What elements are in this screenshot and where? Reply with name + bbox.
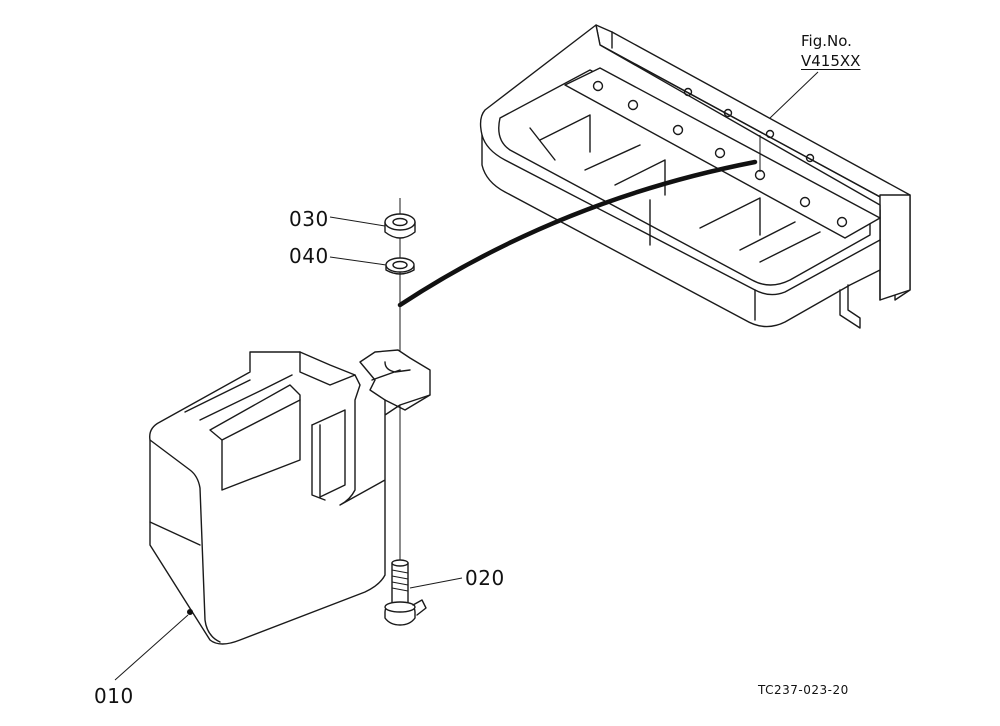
part-label-040: 040 bbox=[289, 244, 329, 268]
part-label-010: 010 bbox=[94, 684, 134, 708]
part-label-030: 030 bbox=[289, 207, 329, 231]
drawing-reference-code: TC237-023-20 bbox=[758, 683, 849, 697]
part-label-020: 020 bbox=[465, 566, 505, 590]
figure-title-label: Fig.No. bbox=[801, 32, 852, 50]
washer-040-drawing bbox=[329, 256, 415, 275]
bolt-020-drawing bbox=[384, 559, 463, 626]
figure-number-label: V415XX bbox=[801, 52, 861, 70]
fig-leader-line bbox=[769, 71, 819, 119]
connector-curve bbox=[397, 159, 758, 308]
nut-030-drawing bbox=[329, 213, 416, 239]
weight-bracket-drawing bbox=[479, 24, 911, 329]
ballast-weight-010-drawing bbox=[114, 349, 431, 681]
